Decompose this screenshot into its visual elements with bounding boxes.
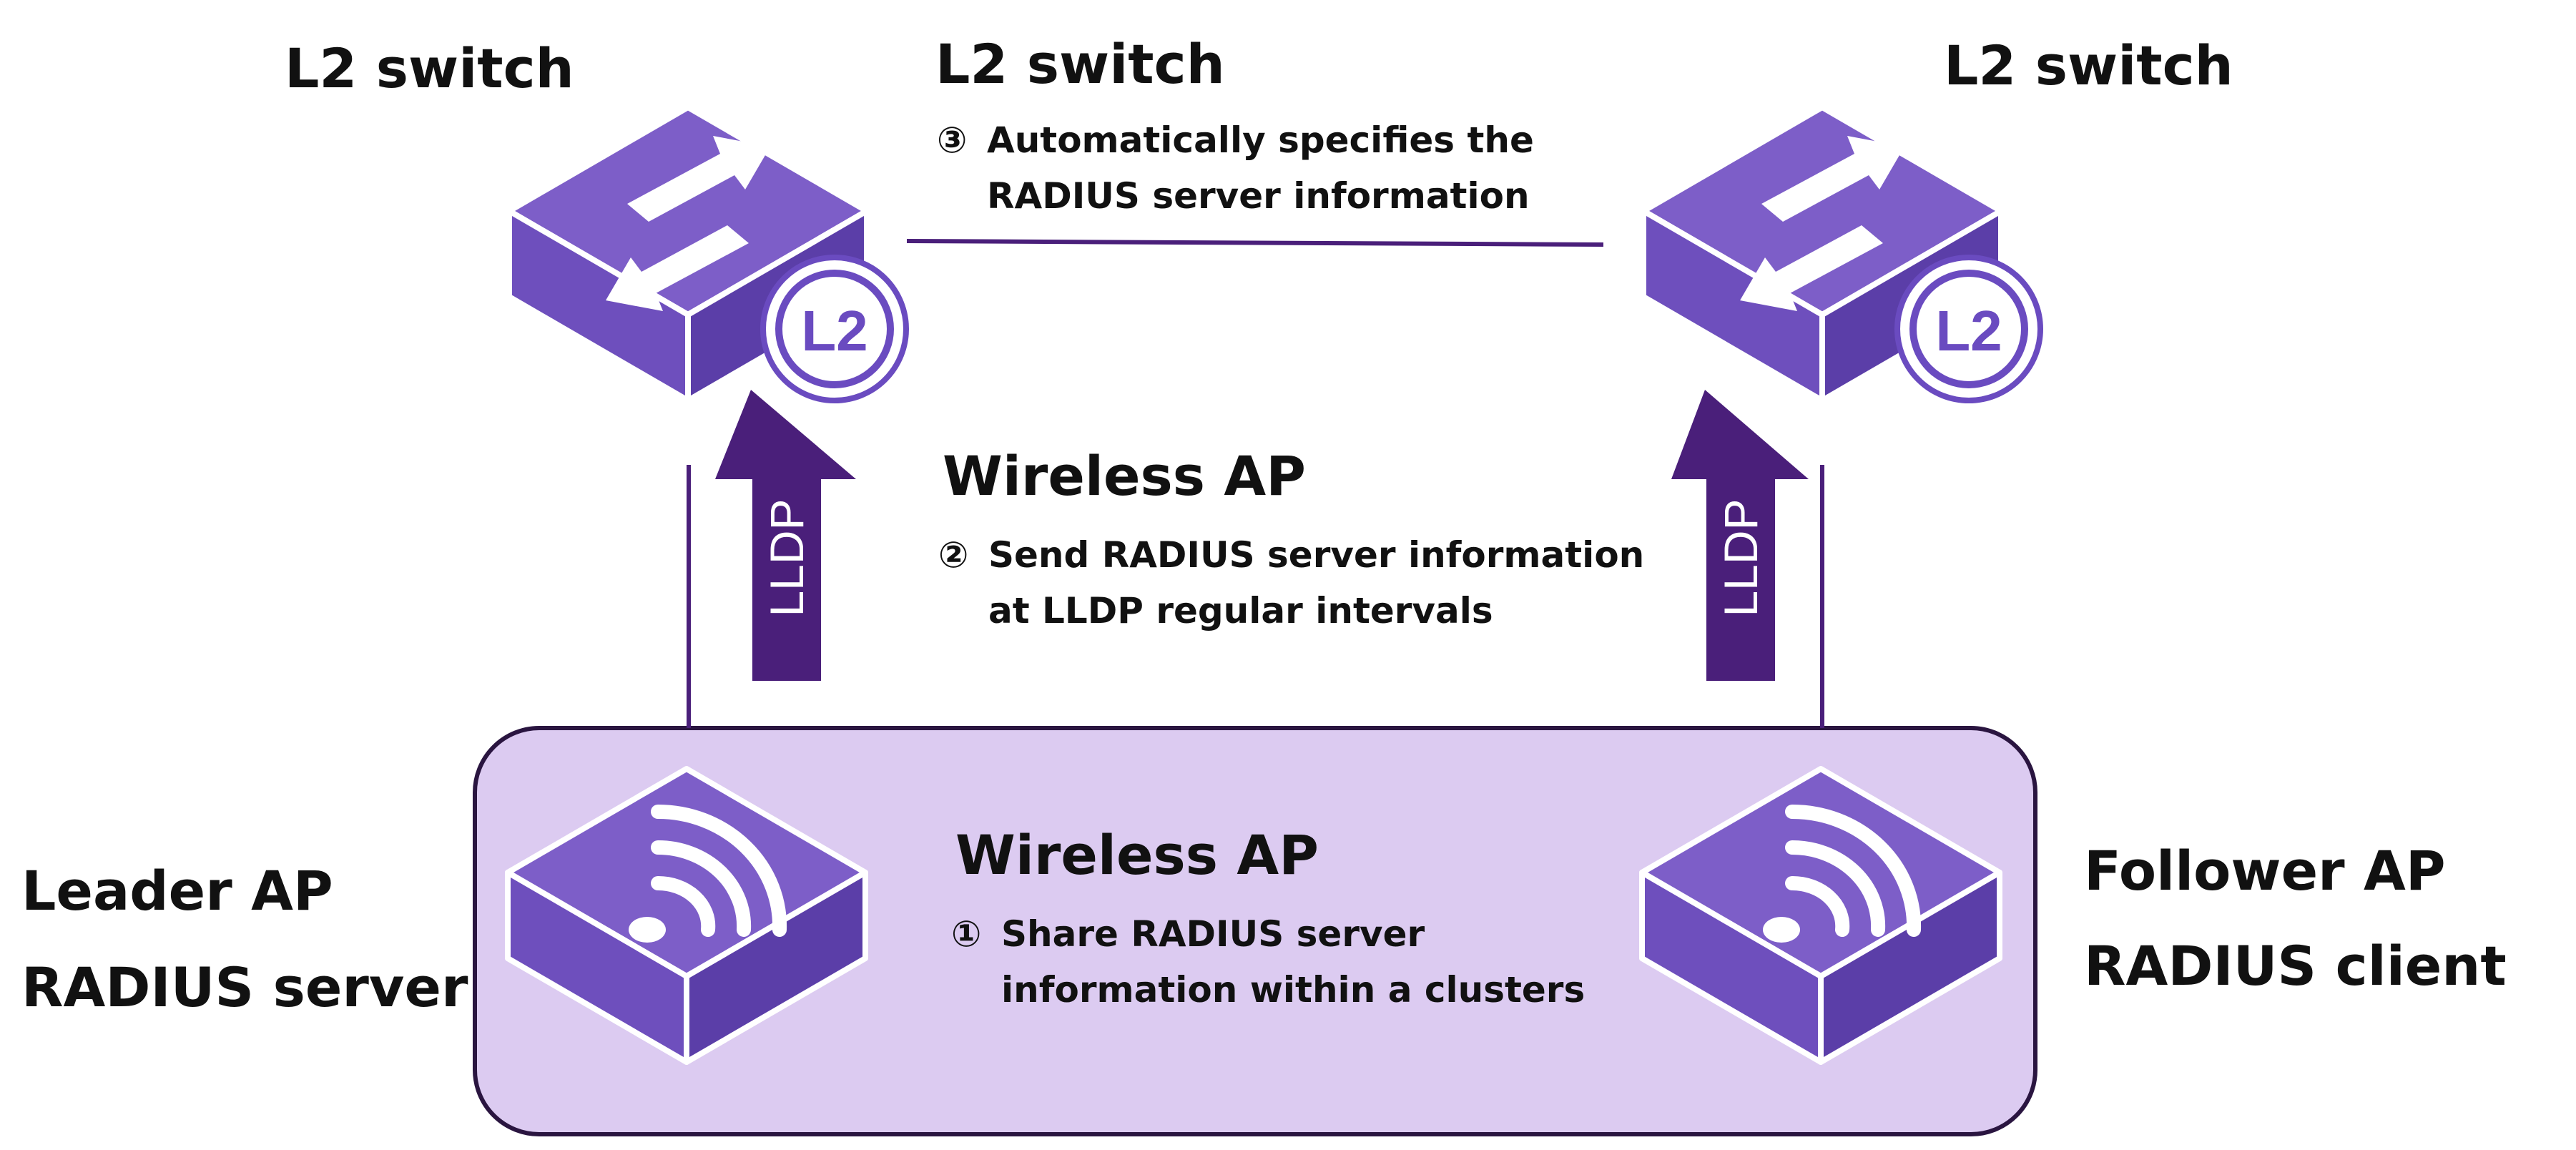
step3-description: ③ Automatically specifies the RADIUS serv… (937, 113, 1534, 224)
step1-number: ① (951, 913, 982, 955)
step1-line2: information within a clusters (1001, 968, 1586, 1011)
step2-line2: at LLDP regular intervals (988, 589, 1493, 631)
follower-role-label: RADIUS client (2084, 934, 2507, 998)
step3-line1: Automatically specifies the (987, 119, 1534, 161)
l2-switch-left-icon (509, 107, 909, 403)
step1-description: ① Share RADIUS server information within … (951, 907, 1585, 1018)
step2-line1: Send RADIUS server information (988, 534, 1645, 576)
switch-left-label: L2 switch (285, 36, 574, 100)
step1-line1: Share RADIUS server (1001, 913, 1425, 955)
switch-right-label: L2 switch (1944, 34, 2233, 97)
leader-ap-label: Leader AP (21, 859, 333, 923)
lldp-arrow-right (1671, 390, 1809, 681)
switch-link-line (906, 239, 1604, 247)
l2-badge-left-text: L2 (801, 299, 867, 363)
l2-badge-right-text: L2 (1935, 299, 2002, 363)
lldp-label-left: LLDP (760, 498, 813, 617)
wireless-ap-section-title: Wireless AP (943, 444, 1306, 508)
wireless-ap-center-title: Wireless AP (955, 823, 1319, 887)
follower-ap-label: Follower AP (2084, 839, 2446, 903)
lldp-arrow-left (715, 390, 856, 681)
cluster-container (473, 726, 2037, 1136)
step3-number: ③ (937, 119, 968, 161)
step2-number: ② (938, 534, 969, 576)
step3-line2: RADIUS server information (987, 175, 1530, 217)
leader-role-label: RADIUS server (21, 955, 468, 1019)
switch-center-label: L2 switch (935, 32, 1225, 96)
lldp-label-right: LLDP (1714, 498, 1767, 617)
step2-description: ② Send RADIUS server information at LLDP … (938, 528, 1644, 639)
l2-switch-right-icon (1643, 107, 2043, 403)
